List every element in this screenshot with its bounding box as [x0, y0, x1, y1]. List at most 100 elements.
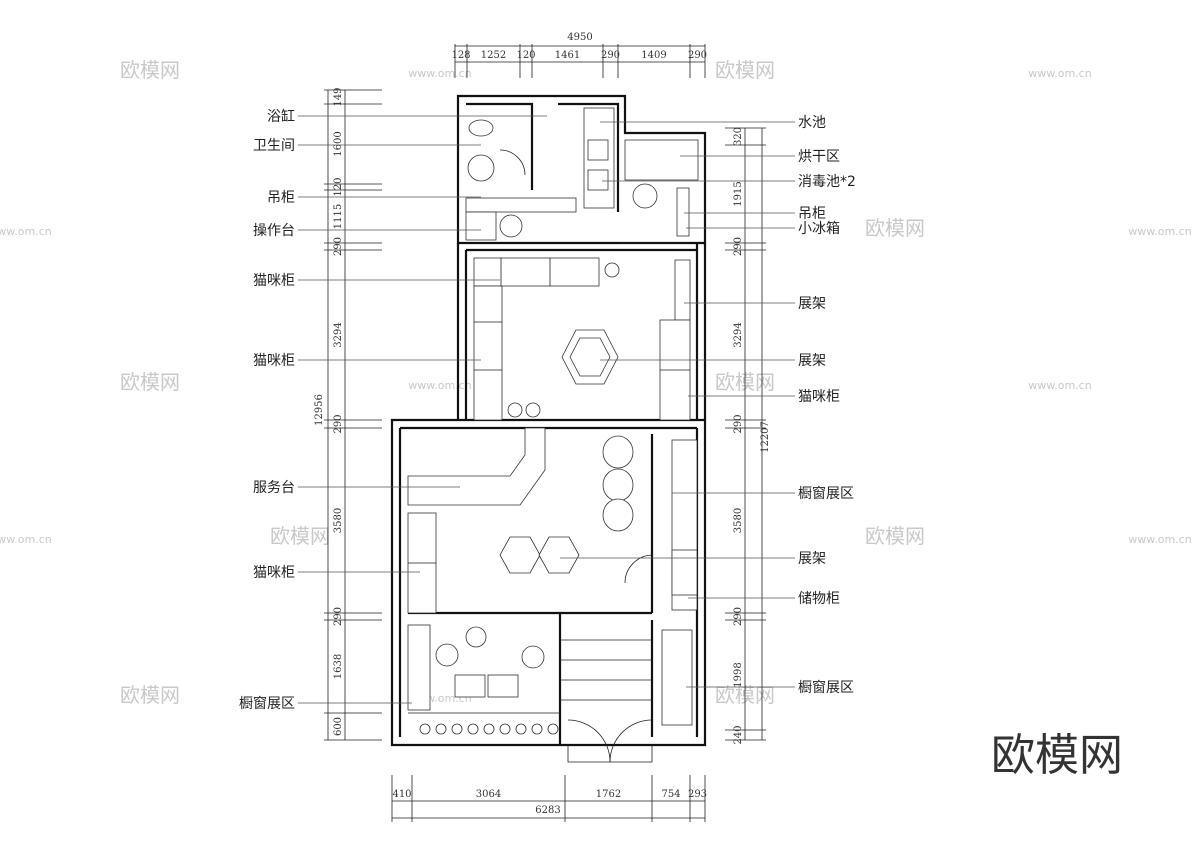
fixtures-and-furniture [407, 107, 699, 763]
right-segment-dimension: 240 [733, 725, 744, 744]
right-total-dimension: 12207 [760, 421, 771, 453]
bottom-segment-dimension: 3064 [476, 789, 501, 800]
top-total-dimension: 4950 [567, 32, 592, 43]
bottom-total-dimension: 6283 [535, 805, 560, 816]
top-segment-dimension: 120 [516, 50, 535, 61]
top-segment-dimension: 128 [451, 50, 470, 61]
top-segment-dimension: 1461 [555, 50, 580, 61]
room-label-right: 展架 [798, 551, 826, 567]
planter-icon [547, 723, 559, 735]
bottom-segment-dimension: 410 [392, 789, 411, 800]
work-counter [465, 211, 497, 241]
room-label-right: 储物柜 [798, 591, 840, 607]
hexagon-shelf-a [499, 536, 541, 574]
watermark-brand: 欧模网 [270, 524, 330, 548]
watermark-brand: 欧模网 [120, 58, 180, 82]
room-label-right: 吊柜 [798, 206, 826, 222]
left-segment-dimension: 1115 [333, 204, 344, 229]
brand-logo-text: 欧模网 [991, 730, 1123, 781]
left-dimension-chain: 12956 1491600120111529032942903580290163… [314, 87, 382, 741]
watermark-url: www.om.cn [1028, 67, 1091, 80]
planter-icon [467, 723, 479, 735]
watermark-url: www.om.cn [0, 225, 52, 238]
room-label-left: 卫生间 [253, 138, 295, 154]
top-dimension-chain: 4950 128 1252 120 1461 290 1409 290 [451, 32, 707, 78]
room-label-right: 橱窗展区 [798, 485, 854, 502]
left-segment-dimension: 3294 [333, 322, 344, 347]
left-segment-dimension: 3580 [333, 508, 344, 533]
right-segment-dimension: 3580 [733, 508, 744, 533]
watermark-url: www.om.cn [408, 379, 471, 392]
hexagon-shelf-b [538, 536, 580, 574]
right-segment-dimension: 1915 [733, 181, 744, 206]
dryer-icon [632, 183, 658, 209]
watermark-brand: 欧模网 [120, 370, 180, 394]
watermark-brand: 欧模网 [120, 683, 180, 707]
room-label-right: 烘干区 [798, 149, 840, 165]
service-counter [407, 427, 546, 506]
planter-icon [515, 723, 527, 735]
washbasin-icon [467, 154, 495, 182]
bottom-segment-dimension: 293 [688, 789, 707, 800]
watermark-url: www.om.cn [0, 533, 52, 546]
room-label-right: 消毒池*2 [798, 174, 856, 190]
room-label-left: 猫咪柜 [253, 273, 295, 289]
top-segment-dimension: 1409 [641, 50, 666, 61]
display-shelf-right [674, 259, 691, 321]
right-segment-dimension: 3294 [733, 322, 744, 347]
walls [390, 94, 707, 747]
room-label-left: 吊柜 [267, 190, 295, 206]
storage-cabinet [671, 549, 698, 596]
left-segment-dimension: 290 [333, 414, 344, 433]
left-segment-dimension: 1600 [333, 131, 344, 156]
right-segment-dimension: 1998 [733, 662, 744, 687]
watermark-brand: 欧模网 [715, 58, 775, 82]
planter-icon [451, 723, 463, 735]
planter-icon [483, 723, 495, 735]
room-label-left: 操作台 [253, 223, 295, 239]
room-label-right: 猫咪柜 [798, 389, 840, 405]
planter-row [419, 723, 559, 735]
watermark-brand: 欧模网 [865, 216, 925, 240]
left-segment-dimension: 120 [333, 177, 344, 196]
room-label-right: 小冰箱 [798, 221, 840, 237]
room-label-right: 展架 [798, 296, 826, 312]
right-segment-dimension: 290 [733, 237, 744, 256]
right-segment-dimension: 290 [733, 414, 744, 433]
room-label-left: 猫咪柜 [253, 353, 295, 369]
cat-cabinet-left [473, 285, 503, 421]
left-total-dimension: 12956 [314, 394, 325, 426]
left-segment-dimension: 600 [333, 717, 344, 736]
top-segment-dimension: 290 [601, 50, 620, 61]
top-segment-dimension: 290 [688, 50, 707, 61]
room-label-left: 橱窗展区 [239, 695, 295, 712]
left-segment-dimension: 149 [333, 87, 344, 106]
right-segment-dimension: 290 [733, 607, 744, 626]
window-display-front-right [661, 629, 693, 726]
right-dimension-chain: 12207 320 1915 290 3294 290 3580 290 1998 240 [725, 127, 771, 745]
bottom-segment-dimension: 754 [661, 789, 680, 800]
planter-icon [499, 723, 511, 735]
room-label-left: 浴缸 [267, 108, 295, 125]
left-segment-dimension: 1638 [333, 654, 344, 679]
toilet-icon [468, 119, 494, 137]
window-display-left [407, 624, 431, 711]
watermark-url: www.om.cn [1028, 379, 1091, 392]
left-segment-dimension: 290 [333, 237, 344, 256]
room-label-right: 展架 [798, 353, 826, 369]
top-segment-dimension: 1252 [481, 50, 506, 61]
planter-icon [531, 723, 543, 735]
bottom-dimension-chain: 6283 410 3064 1762 754 293 [391, 775, 707, 822]
room-label-right: 橱窗展区 [798, 679, 854, 696]
plant-icon [604, 262, 620, 278]
watermark-url: www.om.cn [408, 67, 471, 80]
planter-icon [435, 723, 447, 735]
bottom-segment-dimension: 1762 [596, 789, 621, 800]
room-label-left: 服务台 [253, 480, 295, 496]
wall-cabinet [676, 187, 690, 237]
right-segment-dimension: 320 [733, 127, 744, 146]
room-label-right: 水池 [798, 115, 826, 131]
watermark-brand: 欧模网 [865, 524, 925, 548]
